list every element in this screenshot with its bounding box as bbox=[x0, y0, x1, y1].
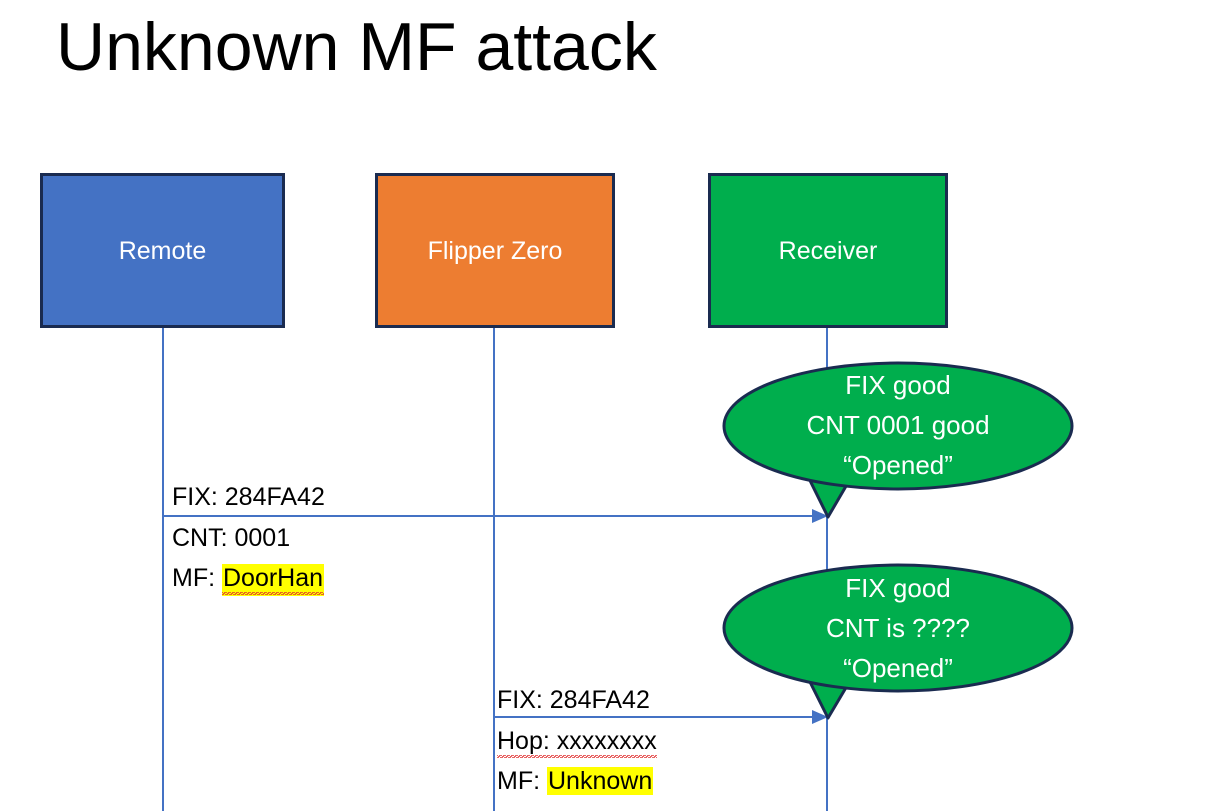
message-arrowhead-2 bbox=[812, 710, 828, 724]
message-2-line-2-prefix: Hop: xxxxxxxx bbox=[497, 727, 657, 759]
actor-box-receiver[interactable]: Receiver bbox=[708, 173, 948, 328]
message-2-line-3-prefix: MF: bbox=[497, 767, 547, 795]
actor-label-flipper: Flipper Zero bbox=[427, 236, 563, 265]
message-1-highlight-doorhan: DoorHan bbox=[222, 564, 325, 596]
message-1-line-1-prefix: FIX: 284FA42 bbox=[172, 483, 325, 511]
message-2-line-1: FIX: 284FA42 bbox=[497, 680, 650, 720]
message-1-line-2-prefix: CNT: 0001 bbox=[172, 524, 291, 552]
callout-2-bubble bbox=[722, 563, 1074, 693]
message-1-line-2: CNT: 0001 bbox=[172, 518, 290, 558]
actor-box-remote[interactable]: Remote bbox=[40, 173, 285, 328]
message-2-line-1-prefix: FIX: 284FA42 bbox=[497, 686, 650, 714]
actor-label-receiver: Receiver bbox=[778, 236, 878, 265]
message-1-line-1: FIX: 284FA42 bbox=[172, 477, 325, 517]
message-2-highlight-unknown: Unknown bbox=[547, 767, 654, 795]
message-arrowhead-1 bbox=[812, 509, 828, 523]
message-2-line-3: MF: Unknown bbox=[497, 761, 654, 801]
page-title: Unknown MF attack bbox=[56, 9, 657, 85]
message-2-line-2: Hop: xxxxxxxx bbox=[497, 721, 657, 761]
actor-label-remote: Remote bbox=[118, 236, 207, 265]
actor-box-flipper[interactable]: Flipper Zero bbox=[375, 173, 615, 328]
callout-1-bubble bbox=[722, 361, 1074, 491]
message-1-line-3: MF: DoorHan bbox=[172, 558, 325, 598]
message-1-line-3-prefix: MF: bbox=[172, 564, 222, 592]
